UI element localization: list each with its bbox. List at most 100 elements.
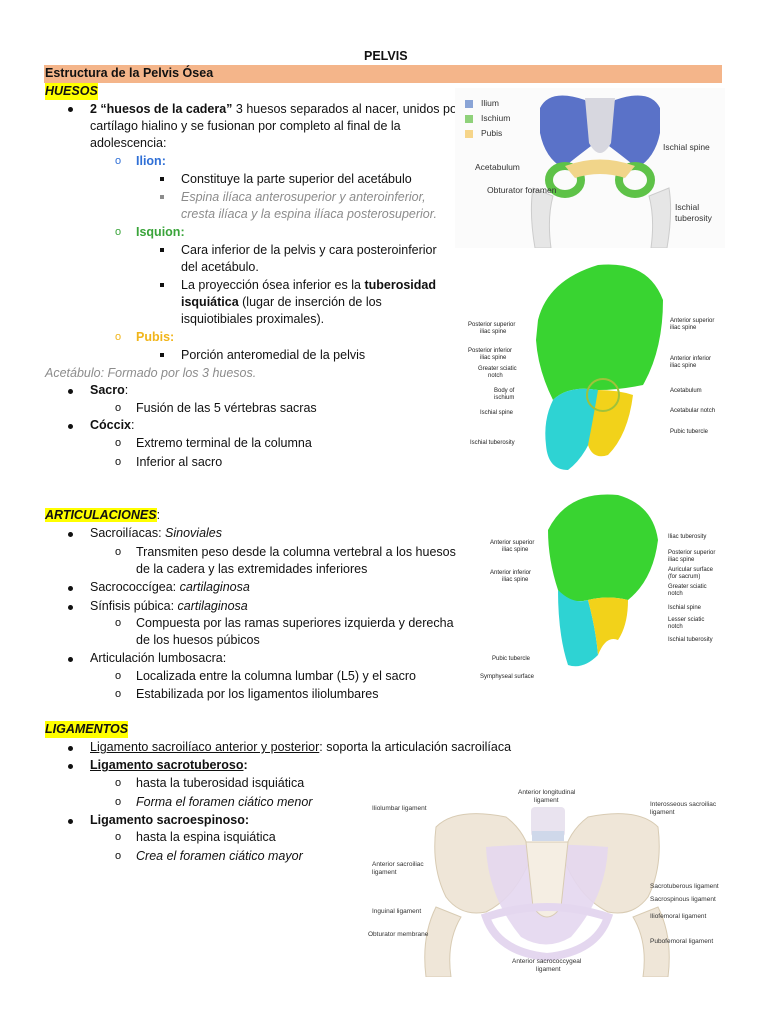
square-bullet (160, 248, 164, 252)
label-pubofemoral: Pubofemoral ligament (650, 938, 714, 945)
coccix-sub-2: Inferior al sacro (136, 455, 223, 469)
square-bullet (160, 283, 164, 287)
bullet (68, 657, 73, 662)
sub-bullet: o (115, 155, 122, 167)
page-title: PELVIS (364, 49, 408, 63)
sacro-sub-1: Fusión de las 5 vértebras sacras (136, 401, 317, 415)
label-asis-2: iliac spine (502, 547, 529, 553)
bullet (68, 819, 73, 824)
label-auricular-2: (for sacrum) (668, 574, 701, 580)
ligamento-1: Ligamento sacroilíaco anterior y posteri… (90, 740, 512, 754)
label-ischial-tuberosity: Ischial tuberosity (470, 440, 515, 446)
label-aiis-2: iliac spine (502, 577, 529, 583)
label-symphyseal-surface: Symphyseal surface (480, 674, 535, 680)
label-anterior-sacroiliac-2: ligament (372, 869, 397, 876)
huesos-bullet-1-line2: cartílago hialino y se fusionan por comp… (90, 119, 401, 133)
isquion-item-1-line2: del acetábulo. (181, 260, 259, 274)
square-bullet (160, 195, 164, 199)
bullet (68, 107, 73, 112)
bullet (68, 389, 73, 394)
label-piis-1: Posterior inferior (468, 348, 513, 354)
label-interosseous-2: ligament (650, 809, 675, 816)
label-aiis-1: Anterior inferior (670, 356, 712, 362)
pubis-label: Pubis: (136, 330, 175, 344)
label-pubic-tubercle: Pubic tubercle (670, 429, 709, 435)
isquion-item-1: Cara inferior de la pelvis y cara poster… (181, 243, 437, 257)
label-anterior-longitudinal-2: ligament (534, 797, 559, 804)
bullet (68, 586, 73, 591)
sacroiliacas-sub-1: Transmiten peso desde la columna vertebr… (136, 545, 456, 559)
sub-bullet: o (115, 617, 122, 629)
acetabulo-note: Acetábulo: Formado por los 3 huesos. (45, 366, 257, 380)
pelvic-ligaments-illustration (424, 807, 670, 978)
bullet (68, 764, 73, 769)
label-anterior-sacroiliac-1: Anterior sacroiliac (372, 861, 424, 868)
huesos-bullet-1-line3: adolescencia: (90, 136, 167, 150)
label-ischial-tuberosity-2: tuberosity (675, 213, 712, 223)
label-ischial-spine: Ischial spine (668, 605, 702, 611)
bullet (68, 532, 73, 537)
legend-ilium-label: Ilium (481, 98, 499, 108)
label-obturator-membrane: Obturator membrane (368, 931, 429, 938)
label-piis-2: iliac spine (480, 355, 507, 361)
sub-bullet: o (115, 437, 122, 449)
label-anterior-sacrococcygeal-2: ligament (536, 966, 561, 973)
figure-hip-bone-medial: Anterior superior iliac spine Anterior i… (478, 490, 728, 685)
label-asis-1: Anterior superior (670, 318, 715, 324)
label-body-ischium-1: Body of (494, 388, 515, 394)
sinfisis-sub-1-line2: de los huesos púbicos (136, 633, 260, 647)
label-sacrotuberous: Sacrotuberous ligament (650, 883, 719, 890)
ilion-item-1: Constituye la parte superior del acetábu… (181, 172, 412, 186)
isquion-item-2-line2: isquiática (lugar de inserción de los (181, 295, 382, 309)
label-psis-2: iliac spine (668, 557, 695, 563)
ligamento-2-sub-2: Forma el foramen ciático menor (136, 795, 313, 809)
pubis-item-1: Porción anteromedial de la pelvis (181, 348, 366, 362)
label-psis-2: iliac spine (480, 329, 507, 335)
isquion-item-2: La proyección ósea inferior es la tubero… (181, 278, 436, 292)
lumbosacra-sub-2: Estabilizada por los ligamentos iliolumb… (136, 687, 379, 701)
label-lsn-2: notch (668, 624, 683, 630)
ilion-label: Ilion: (136, 154, 166, 168)
sacroiliacas-sub-1-line2: de la cadera y las extremidades inferior… (136, 562, 368, 576)
huesos-bullet-1: 2 “huesos de la cadera” 3 huesos separad… (90, 102, 462, 116)
legend-pubis-swatch (465, 130, 473, 138)
coccix-item: Cóccix: (90, 418, 135, 432)
label-obturator-foramen: Obturator foramen (487, 185, 557, 195)
square-bullet (160, 353, 164, 357)
isquion-label: Isquion: (136, 225, 185, 239)
label-aiis-1: Anterior inferior (490, 570, 532, 576)
sacrococcigea-item: Sacrococcígea: cartilaginosa (90, 580, 250, 594)
label-inguinal: Inguinal ligament (372, 908, 422, 915)
huesos-heading: HUESOS (45, 83, 98, 100)
label-gsn-1: Greater sciatic (478, 366, 517, 372)
label-psis-1: Posterior superior (668, 550, 716, 556)
label-auricular-1: Auricular surface (668, 567, 714, 573)
label-gsn-2: notch (488, 373, 503, 379)
sub-bullet: o (115, 831, 122, 843)
ligamento-3: Ligamento sacroespinoso: (90, 813, 250, 827)
bullet (68, 605, 73, 610)
label-pubic-tubercle: Pubic tubercle (492, 656, 531, 662)
label-ischial-tuberosity-1: Ischial (675, 202, 700, 212)
sub-bullet: o (115, 777, 122, 789)
ilion-item-2-line2: cresta ilíaca y la espina ilíaca postero… (181, 207, 437, 221)
sub-bullet: o (115, 226, 122, 238)
legend-ischium-swatch (465, 115, 473, 123)
label-anterior-longitudinal-1: Anterior longitudinal (518, 789, 576, 796)
square-bullet (160, 177, 164, 181)
figure-pelvic-ligaments: Anterior longitudinal ligament Iliolumba… (366, 787, 728, 978)
label-aiis-2: iliac spine (670, 363, 697, 369)
label-ischial-tuberosity: Ischial tuberosity (668, 637, 713, 643)
sub-bullet: o (115, 688, 122, 700)
articulaciones-heading: ARTICULACIONES: (45, 508, 161, 522)
sinfisis-item: Sínfisis púbica: cartilaginosa (90, 599, 248, 613)
label-ischial-spine: Ischial spine (480, 410, 514, 416)
isquion-item-2-line3: isquiotibiales proximales). (181, 312, 325, 326)
figure-hip-bone-lateral: Posterior superior iliac spine Posterior… (458, 260, 728, 475)
label-ischial-spine: Ischial spine (663, 142, 710, 152)
legend-ilium-swatch (465, 100, 473, 108)
hip-bone-lateral-illustration (536, 264, 663, 470)
section-header-bar: Estructura de la Pelvis Ósea (44, 65, 722, 83)
label-asis-1: Anterior superior (490, 540, 535, 546)
bullet (68, 746, 73, 751)
